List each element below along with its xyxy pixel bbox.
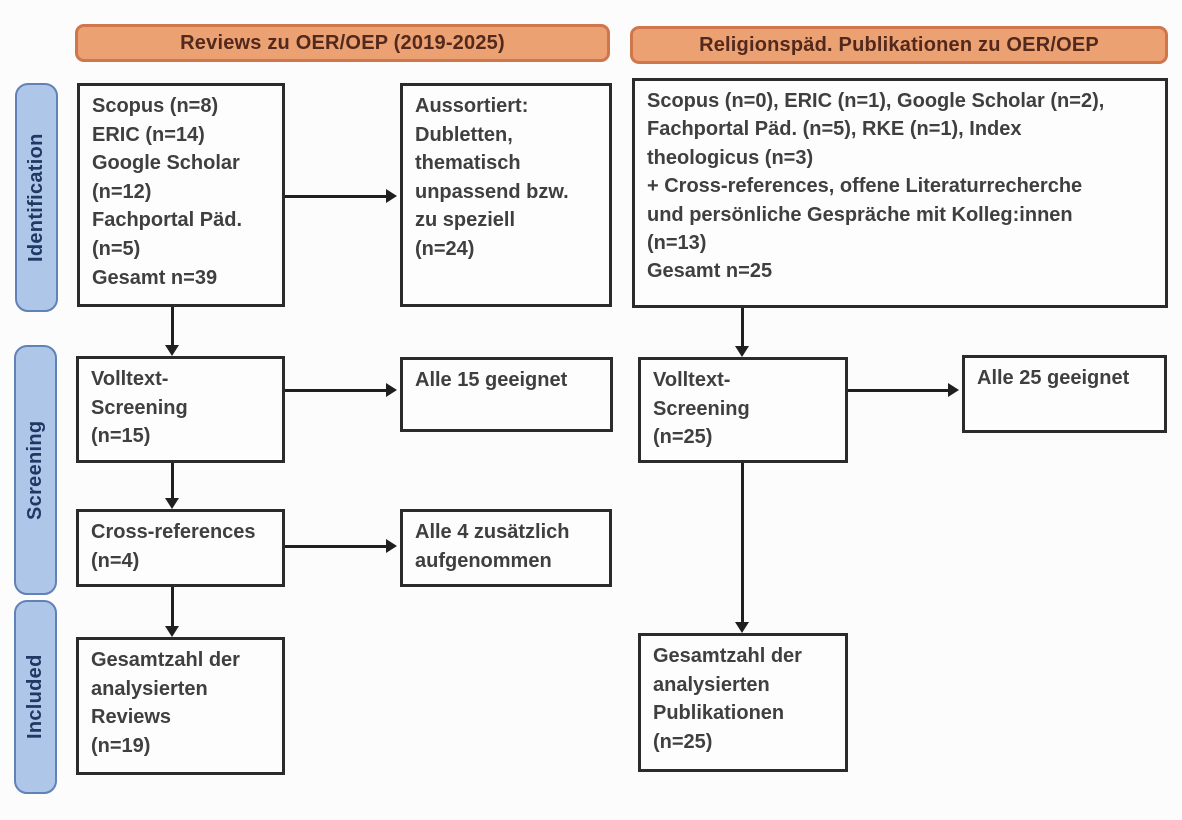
node-right-fulltext-result: Alle 25 geeignet xyxy=(962,355,1167,433)
arrowhead-right-icon xyxy=(386,539,397,553)
arrow-right-sources-to-fulltext xyxy=(741,308,744,347)
arrow-right-fulltext-to-result xyxy=(848,389,949,392)
node-right-fulltext-screening: Volltext- Screening (n=25) xyxy=(638,357,848,463)
stage-label-included: Included xyxy=(14,600,57,794)
arrow-left-crossref-to-result xyxy=(285,545,387,548)
node-left-cross-references-result: Alle 4 zusätzlich aufgenommen xyxy=(400,509,612,587)
arrow-left-crossref-to-included xyxy=(171,587,174,627)
node-left-fulltext-result: Alle 15 geeignet xyxy=(400,357,613,432)
node-right-included-total: Gesamtzahl der analysierten Publikatione… xyxy=(638,633,848,772)
arrowhead-down-icon xyxy=(735,622,749,633)
column-header-reviews: Reviews zu OER/OEP (2019-2025) xyxy=(75,24,610,62)
arrow-right-fulltext-to-included xyxy=(741,463,744,623)
arrowhead-down-icon xyxy=(165,345,179,356)
column-header-religionspaed: Religionspäd. Publikationen zu OER/OEP xyxy=(630,26,1168,64)
arrow-left-sources-to-fulltext xyxy=(171,307,174,346)
stage-label-identification: Identification xyxy=(15,83,58,312)
stage-label-screening: Screening xyxy=(14,345,57,595)
arrow-left-fulltext-to-result xyxy=(285,389,387,392)
arrow-left-fulltext-to-crossref xyxy=(171,463,174,499)
node-left-excluded: Aussortiert: Dubletten, thematisch unpas… xyxy=(400,83,612,307)
arrowhead-down-icon xyxy=(165,626,179,637)
arrowhead-right-icon xyxy=(386,383,397,397)
node-left-included-total: Gesamtzahl der analysierten Reviews (n=1… xyxy=(76,637,285,775)
node-left-cross-references: Cross-references (n=4) xyxy=(76,509,285,587)
arrow-left-sources-to-excluded xyxy=(285,195,387,198)
arrowhead-right-icon xyxy=(386,189,397,203)
arrowhead-down-icon xyxy=(735,346,749,357)
node-right-sources: Scopus (n=0), ERIC (n=1), Google Scholar… xyxy=(632,78,1168,308)
arrowhead-right-icon xyxy=(948,383,959,397)
node-left-sources: Scopus (n=8) ERIC (n=14) Google Scholar … xyxy=(77,83,285,307)
arrowhead-down-icon xyxy=(165,498,179,509)
node-left-fulltext-screening: Volltext- Screening (n=15) xyxy=(76,356,285,463)
